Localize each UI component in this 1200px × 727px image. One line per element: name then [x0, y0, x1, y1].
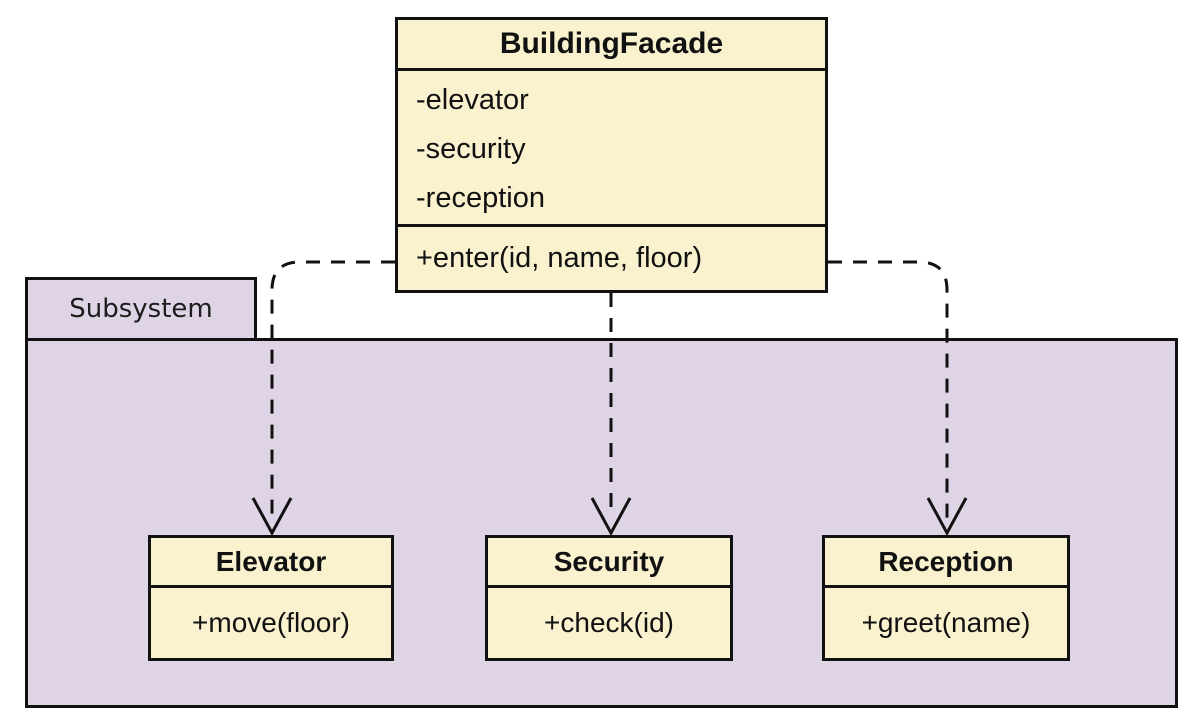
class-box-reception: Reception +greet(name)	[822, 535, 1070, 661]
class-title: Reception	[825, 538, 1067, 588]
class-attribute: -elevator	[416, 84, 529, 116]
class-method: +greet(name)	[861, 607, 1031, 638]
class-title: BuildingFacade	[398, 20, 825, 71]
class-title: Security	[488, 538, 730, 588]
class-method: +enter(id, name, floor)	[398, 224, 825, 290]
class-attribute: -reception	[416, 182, 545, 214]
class-attribute: -security	[416, 133, 526, 165]
package-tab-subsystem: Subsystem	[25, 277, 257, 338]
class-box-elevator: Elevator +move(floor)	[148, 535, 394, 661]
class-title: Elevator	[151, 538, 391, 588]
class-method: +check(id)	[544, 607, 674, 638]
class-box-security: Security +check(id)	[485, 535, 733, 661]
class-method: +move(floor)	[192, 607, 350, 638]
package-label: Subsystem	[69, 294, 213, 324]
class-attributes: -elevator -security -reception	[398, 71, 825, 224]
class-box-buildingfacade: BuildingFacade -elevator -security -rece…	[395, 17, 828, 293]
